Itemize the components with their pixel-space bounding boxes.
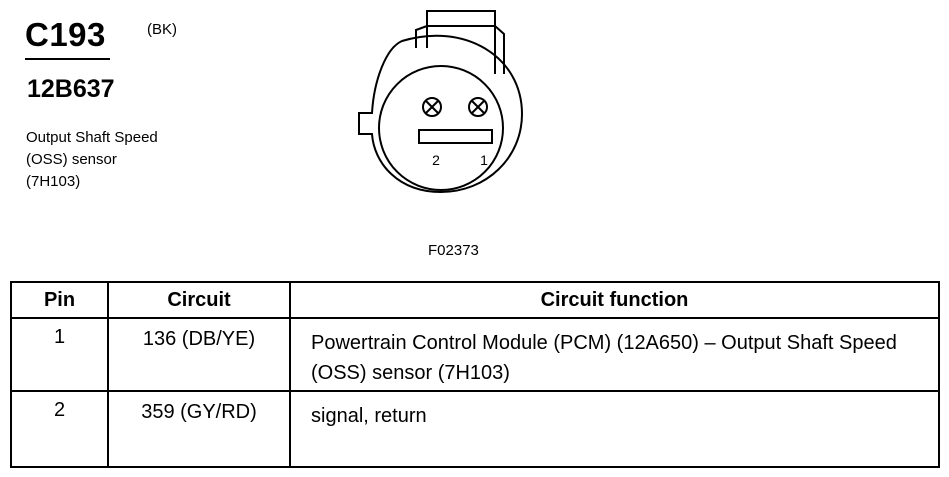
pin-terminal-2 [422,97,442,117]
connector-housing [358,34,524,194]
figure-id: F02373 [428,242,479,259]
connector-latch-guide [415,25,505,74]
table-row: 1 136 (DB/YE) Powertrain Control Module … [10,317,940,392]
cell-circuit: 359 (GY/RD) [107,390,291,468]
connector-id-underline [25,58,110,60]
cell-circuit-function: Powertrain Control Module (PCM) (12A650)… [289,317,940,392]
sensor-description-line: (OSS) sensor [26,151,117,168]
connector-id: C193 [25,16,106,53]
table-header-row: Pin Circuit Circuit function [10,281,940,319]
pin-terminal-1 [468,97,488,117]
sensor-description-line: Output Shaft Speed [26,129,158,146]
header-circuit-function: Circuit function [289,281,940,319]
connector-keyway [418,129,493,144]
sensor-description-line: (7H103) [26,173,81,190]
cell-pin: 2 [10,390,109,468]
connector-inner-face [378,65,504,191]
pin-label-2: 2 [432,152,440,168]
connector-face-diagram: 2 1 [358,10,524,194]
connector-color: (BK) [147,21,177,38]
pin-label-1: 1 [480,152,488,168]
cell-circuit: 136 (DB/YE) [107,317,291,392]
header-circuit: Circuit [107,281,291,319]
header-pin: Pin [10,281,109,319]
connector-latch [426,10,496,74]
pinout-table: Pin Circuit Circuit function 1 136 (DB/Y… [10,281,940,468]
part-number: 12B637 [27,75,115,103]
sensor-description: Output Shaft Speed (OSS) sensor (7H103) [26,127,226,193]
cell-pin: 1 [10,317,109,392]
cell-circuit-function: signal, return [289,390,940,468]
table-row: 2 359 (GY/RD) signal, return [10,390,940,468]
